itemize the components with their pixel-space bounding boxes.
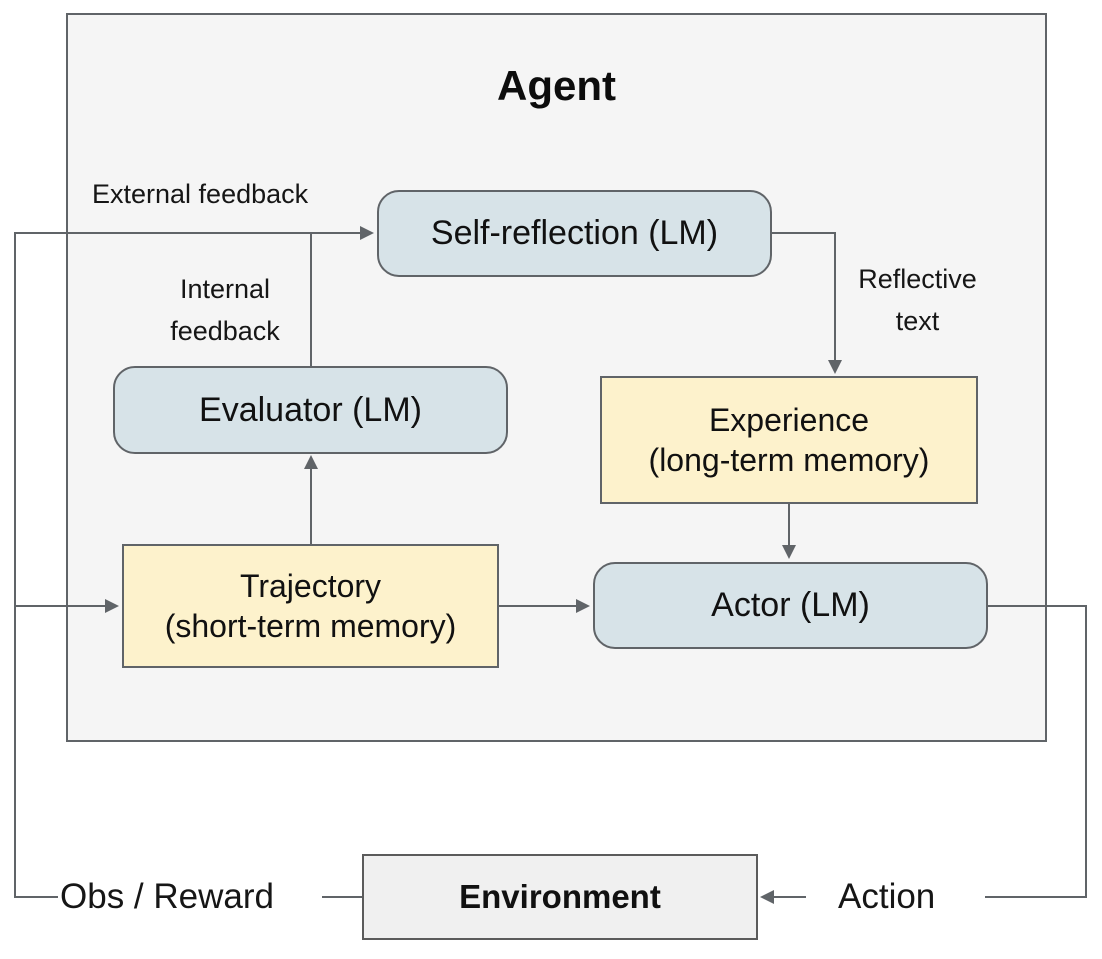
- experience-subtitle: (long-term memory): [648, 442, 930, 478]
- trajectory-title: Trajectory: [239, 568, 382, 604]
- internal-feedback-label: Internal feedback: [145, 268, 305, 352]
- obs-reward-label: Obs / Reward: [60, 877, 274, 916]
- edge-action-left-hseg: [774, 896, 806, 898]
- edge-obs-to-trajectory-hline: [14, 605, 106, 607]
- edge-env-feedback-vline: [14, 232, 16, 898]
- reflective-text-label: Reflective text: [845, 258, 990, 342]
- edge-actor-out-hline: [988, 605, 1087, 607]
- agent-title: Agent: [497, 62, 616, 109]
- arrowhead-into-actor-left-icon: [576, 599, 590, 613]
- experience-title: Experience: [708, 402, 870, 438]
- reflective-text-line1: Reflective: [858, 264, 977, 294]
- actor-node: Actor (LM): [593, 562, 988, 649]
- edge-external-feedback-hline: [14, 232, 361, 234]
- action-label: Action: [838, 877, 936, 916]
- external-feedback-label: External feedback: [92, 179, 309, 209]
- edge-experience-to-actor-vline: [788, 504, 790, 546]
- edge-trajectory-to-actor-hline: [499, 605, 577, 607]
- self-reflection-node: Self-reflection (LM): [377, 190, 772, 277]
- edge-action-right-hseg: [985, 896, 1087, 898]
- edge-action-vline: [1085, 605, 1087, 898]
- arrowhead-into-trajectory-icon: [105, 599, 119, 613]
- actor-label: Actor (LM): [711, 586, 870, 624]
- experience-node: Experience (long-term memory): [600, 376, 978, 504]
- environment-label: Environment: [459, 878, 661, 915]
- edge-obs-left-hseg: [14, 896, 58, 898]
- edge-internal-feedback-vline: [310, 232, 312, 366]
- edge-selfreflection-to-experience-hline: [772, 232, 836, 234]
- self-reflection-label: Self-reflection (LM): [430, 214, 719, 252]
- evaluator-node: Evaluator (LM): [113, 366, 508, 454]
- edge-obs-right-hseg: [322, 896, 362, 898]
- edge-selfreflection-to-experience-vline: [834, 232, 836, 360]
- edge-trajectory-to-evaluator-vline: [310, 468, 312, 544]
- arrowhead-into-actor-top-icon: [782, 545, 796, 559]
- trajectory-subtitle: (short-term memory): [164, 608, 457, 644]
- trajectory-node: Trajectory (short-term memory): [122, 544, 499, 668]
- arrowhead-into-evaluator-icon: [304, 455, 318, 469]
- reflective-text-line2: text: [895, 306, 940, 336]
- internal-feedback-line2: feedback: [170, 316, 280, 346]
- arrowhead-into-environment-icon: [760, 890, 774, 904]
- environment-node: Environment: [362, 854, 758, 940]
- internal-feedback-line1: Internal: [179, 274, 271, 304]
- evaluator-label: Evaluator (LM): [199, 390, 422, 429]
- arrowhead-into-self-reflection-icon: [360, 226, 374, 240]
- arrowhead-into-experience-icon: [828, 360, 842, 374]
